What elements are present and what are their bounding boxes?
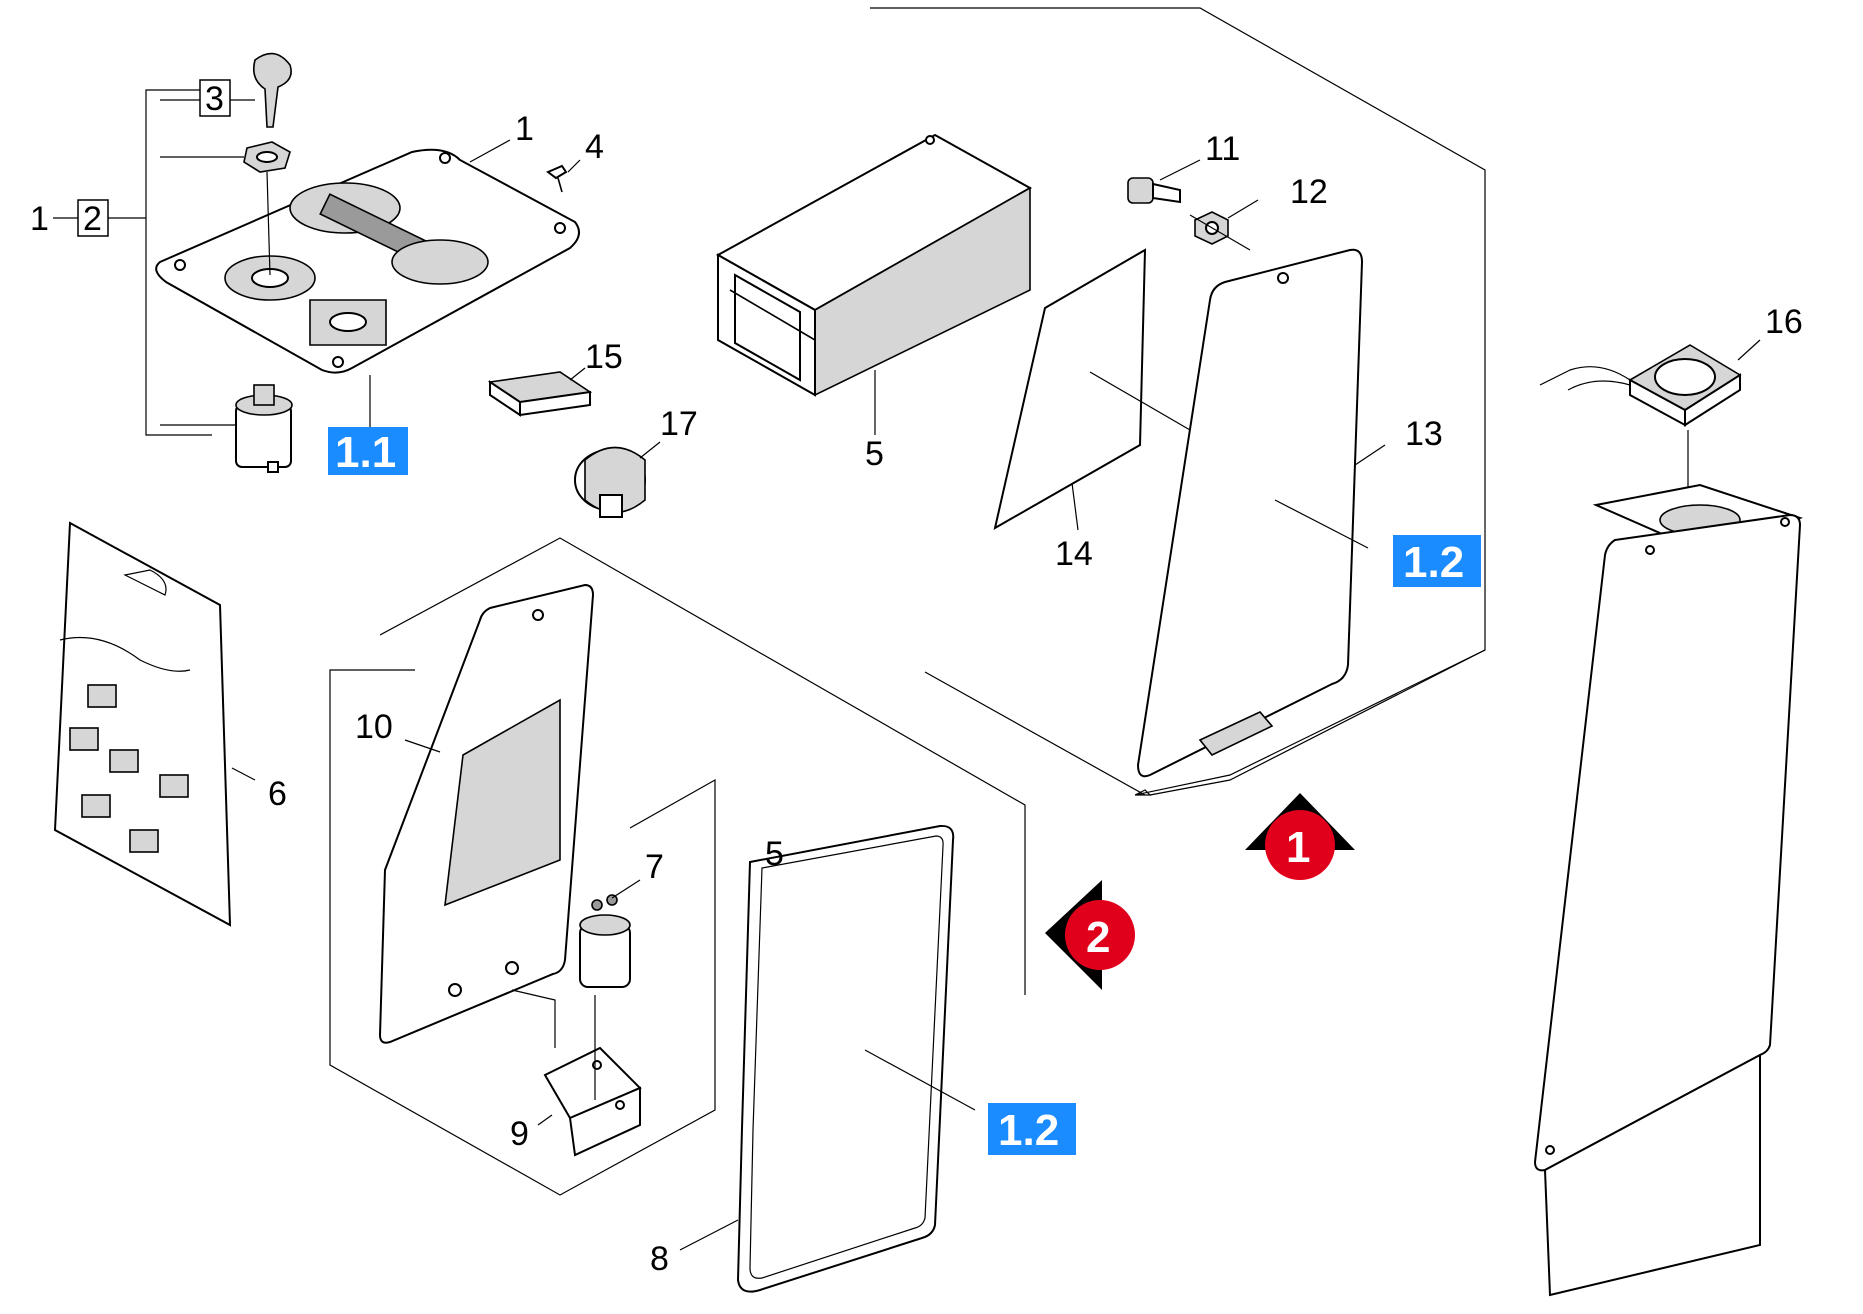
part-label-14: 14 [1055, 535, 1093, 573]
fuse-bag-part [53, 521, 256, 927]
clamp-part [574, 441, 661, 518]
part-label-15: 15 [585, 338, 623, 376]
nut-part [160, 141, 291, 173]
reference-tag-1-2-bottom[interactable]: 1.2 [988, 1103, 1076, 1155]
reference-tag-bg [1393, 535, 1481, 587]
reference-tag-bg [988, 1103, 1076, 1155]
circuit-board-panel-part [378, 583, 595, 1044]
part-label-1-left: 1 [30, 200, 49, 238]
view-marker-label: 1 [1286, 823, 1310, 872]
bolt-part [1127, 159, 1201, 204]
marker-circle [1265, 810, 1335, 880]
control-plate-part [155, 139, 580, 374]
view-marker-label: 2 [1086, 913, 1110, 962]
cover-panel-part [1136, 248, 1386, 778]
connector-part [487, 367, 593, 417]
part-label-1-top: 1 [515, 110, 534, 148]
marker-circle [1065, 900, 1135, 970]
view-marker-1[interactable]: 1 [1245, 793, 1355, 880]
reference-tag-1-2-top[interactable]: 1.2 [1393, 535, 1481, 587]
screw-part [546, 159, 581, 193]
reference-tag-label: 1.2 [1403, 538, 1464, 587]
reference-tag-1-1[interactable]: 1.1 [328, 427, 408, 477]
part-label-5-top: 5 [865, 435, 884, 473]
part-label-3-box [199, 79, 231, 117]
reference-tag-label: 1.1 [335, 428, 396, 477]
view-marker-2[interactable]: 2 [1045, 880, 1135, 990]
fan-part [1539, 339, 1761, 495]
part-label-6: 6 [268, 775, 287, 813]
part-label-5-mid: 5 [765, 835, 784, 873]
reference-tag-bg [328, 427, 408, 475]
reference-tag-label: 1.2 [998, 1106, 1059, 1155]
duct-part [1533, 483, 1803, 1297]
part-label-13: 13 [1405, 415, 1443, 453]
group-outline-lines [145, 7, 1486, 1196]
lock-nut-part [1189, 199, 1259, 251]
part-label-11: 11 [1205, 130, 1240, 168]
part-label-10: 10 [355, 708, 393, 746]
part-label-17: 17 [660, 405, 698, 443]
part-label-8: 8 [650, 1240, 669, 1278]
relay-part [579, 879, 641, 988]
insulation-sheet-part [993, 248, 1191, 531]
part-label-12: 12 [1290, 173, 1328, 211]
seal-gasket-part [679, 824, 976, 1293]
switch-part [160, 375, 371, 473]
part-label-9: 9 [510, 1115, 529, 1153]
part-label-3: 3 [205, 80, 224, 118]
part-label-4: 4 [585, 128, 604, 166]
mounting-bracket-part [511, 989, 642, 1157]
heatsink-part [715, 133, 1033, 435]
part-label-7: 7 [645, 848, 664, 886]
part-label-16: 16 [1765, 303, 1803, 341]
part-label-2: 2 [83, 200, 102, 238]
